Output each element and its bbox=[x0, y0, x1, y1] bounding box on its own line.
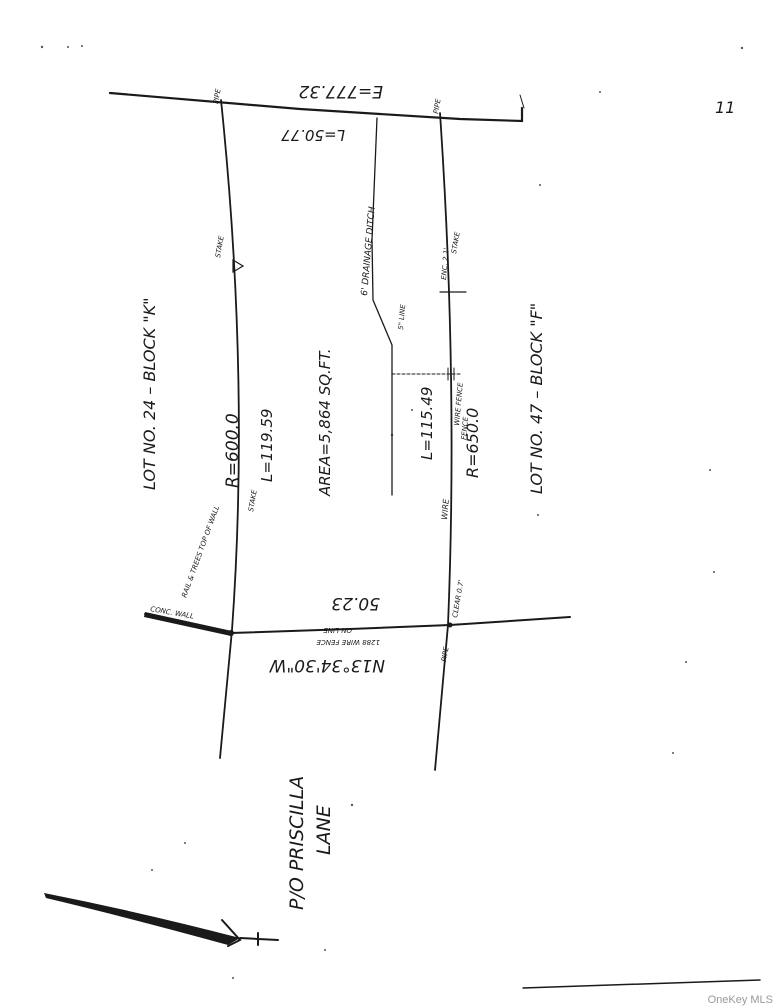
adjacent-east-lot-label: LOT NO. 47 – BLOCK "F" bbox=[527, 303, 546, 494]
encroach-note: ENC. 2.1' bbox=[440, 247, 451, 280]
wire-fence-east-note: WIRE FENCE bbox=[453, 382, 465, 427]
adjacent-west-lot-label: LOT NO. 24 – BLOCK "K" bbox=[140, 298, 159, 490]
wire-fence-south-label: 1288 WIRE FENCE bbox=[316, 638, 380, 646]
pipe-nw-note: PIPE bbox=[212, 88, 223, 105]
south-length-label: 50.23 bbox=[331, 593, 380, 613]
se-corner-marker bbox=[447, 622, 453, 628]
stake-west-lower-note: STAKE bbox=[247, 489, 259, 513]
rail-fence-label: ON LINE bbox=[323, 626, 352, 634]
drainage-ditch-line bbox=[371, 117, 393, 496]
south-bearing-label: N13°34'30"W bbox=[268, 655, 385, 675]
page-mark: 11 bbox=[715, 98, 735, 117]
north-arrow-icon bbox=[44, 893, 240, 945]
drainage-ditch-note: 6' DRAINAGE DITCH bbox=[360, 206, 378, 296]
cleared-note: CLEAR 0.7' bbox=[451, 579, 466, 618]
wire-note: WIRE bbox=[440, 498, 451, 521]
street-label-line1: P/O PRISCILLA bbox=[286, 776, 308, 910]
east-length-label: L=115.49 bbox=[418, 387, 436, 460]
tree-note: RAIL & TREES TOP OF WALL bbox=[180, 504, 221, 598]
footer-rule bbox=[522, 979, 761, 989]
north-length-label: L=50.77 bbox=[281, 126, 345, 144]
fence-note: FENCE bbox=[460, 416, 470, 440]
east-radius-label: R=650.0 bbox=[463, 408, 482, 478]
pipe-line-note: 5" LINE bbox=[397, 303, 407, 330]
street-label-line2: LANE bbox=[313, 805, 335, 855]
stake-west-upper-note: STAKE bbox=[214, 235, 226, 259]
pipe-sw-note: PIPE bbox=[440, 646, 451, 663]
scan-speckles bbox=[40, 45, 744, 979]
west-radius-label: R=600.0 bbox=[223, 413, 243, 488]
pipe-ne-note: PIPE bbox=[432, 98, 443, 115]
north-boundary-line bbox=[108, 91, 524, 123]
stake-east-note: STAKE bbox=[450, 231, 462, 255]
east-boundary-line bbox=[434, 112, 453, 771]
west-boundary-line bbox=[219, 99, 240, 759]
west-length-label: L=119.59 bbox=[258, 409, 276, 482]
stake-marker-west bbox=[232, 258, 245, 274]
north-arrow-head bbox=[221, 919, 279, 947]
watermark: OneKey MLS bbox=[707, 994, 773, 1006]
area-label: AREA=5,864 SQ.FT. bbox=[316, 348, 334, 497]
north-bearing-label: E=777.32 bbox=[299, 81, 383, 101]
north-tick bbox=[519, 94, 525, 109]
south-boundary-heavy bbox=[144, 612, 232, 636]
sw-corner-marker bbox=[228, 630, 234, 636]
